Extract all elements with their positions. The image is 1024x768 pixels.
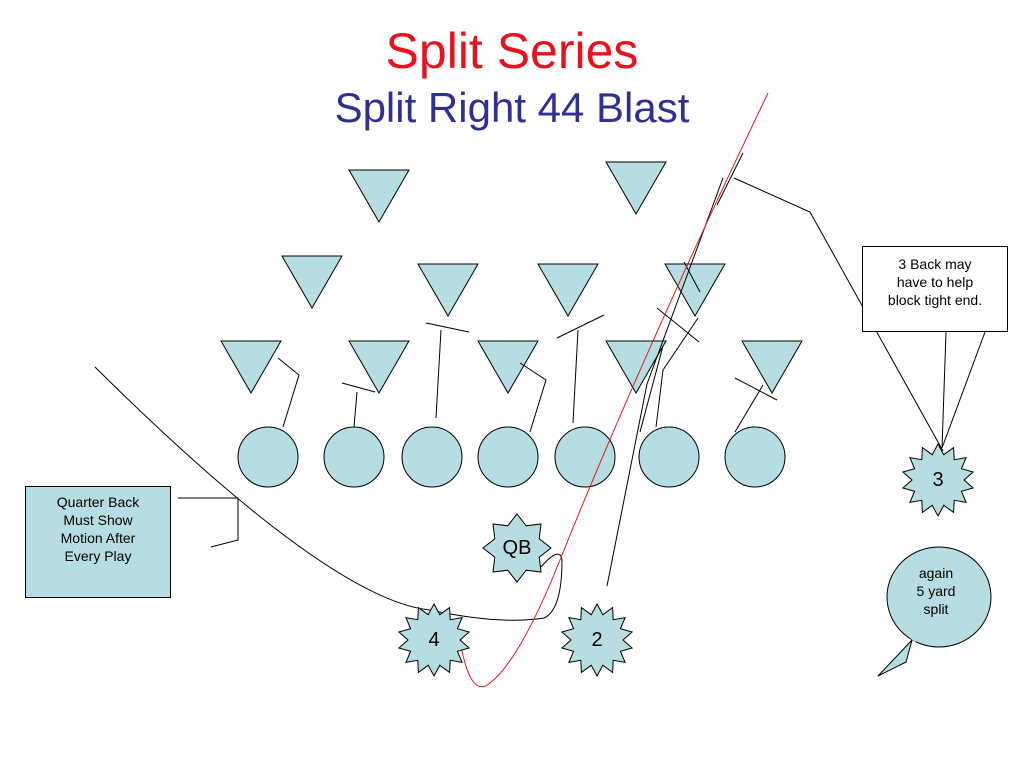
back-3-label: 3 [932, 469, 943, 491]
qb-marker: QB [482, 513, 552, 583]
split-note-line: again [918, 565, 954, 581]
back-2-label: 2 [591, 629, 602, 651]
defender-triangle [477, 340, 539, 395]
defender-triangle [281, 255, 343, 310]
lineman-circle [401, 426, 463, 488]
qb-note-line: Must Show [63, 512, 133, 528]
lineman-circle [638, 426, 700, 488]
defender-triangle [605, 161, 667, 216]
defender-triangle [348, 169, 410, 224]
split-note: again 5 yard split [886, 564, 986, 618]
back-4-label: 4 [428, 629, 439, 651]
qb-motion-lines [94, 366, 563, 621]
back-note-callout-tail [941, 331, 986, 449]
back-3-marker: 3 [901, 442, 975, 518]
defender-triangle [220, 340, 282, 395]
play-name: Split Right 44 Blast [334, 84, 690, 131]
back-3-help-note: 3 Back may have to help block tight end. [862, 246, 1008, 332]
defender-triangle [741, 340, 803, 395]
split-note-line: split [923, 601, 949, 617]
lineman-circle [724, 426, 786, 488]
lineman-circle [477, 426, 539, 488]
back-note-line: block tight end. [887, 292, 983, 308]
offensive-line [237, 426, 786, 488]
defender-triangle [348, 340, 410, 395]
lineman-circle [554, 426, 616, 488]
defense [220, 161, 803, 395]
ball-carrier-path [459, 92, 769, 688]
split-note-line: 5 yard [916, 583, 956, 599]
qb-motion-note: Quarter Back Must Show Motion After Ever… [25, 486, 171, 598]
blocking-lines [277, 152, 944, 587]
back-note-line: 3 Back may [898, 256, 972, 272]
back-4-marker: 4 [397, 602, 471, 678]
defender-triangle [605, 340, 667, 395]
split-speech-bubble [877, 546, 992, 677]
qb-note-line: Quarter Back [56, 494, 140, 510]
lineman-circle [237, 426, 299, 488]
qb-label: QB [503, 537, 532, 559]
back-2-marker: 2 [560, 602, 634, 678]
defender-triangle [537, 263, 599, 318]
defender-triangle [417, 263, 479, 318]
page-title: Split Series [385, 23, 639, 79]
lineman-circle [323, 426, 385, 488]
back-note-line: have to help [896, 274, 974, 290]
qb-note-line: Motion After [60, 530, 136, 546]
qb-note-line: Every Play [64, 548, 132, 564]
defender-triangle [664, 263, 726, 318]
